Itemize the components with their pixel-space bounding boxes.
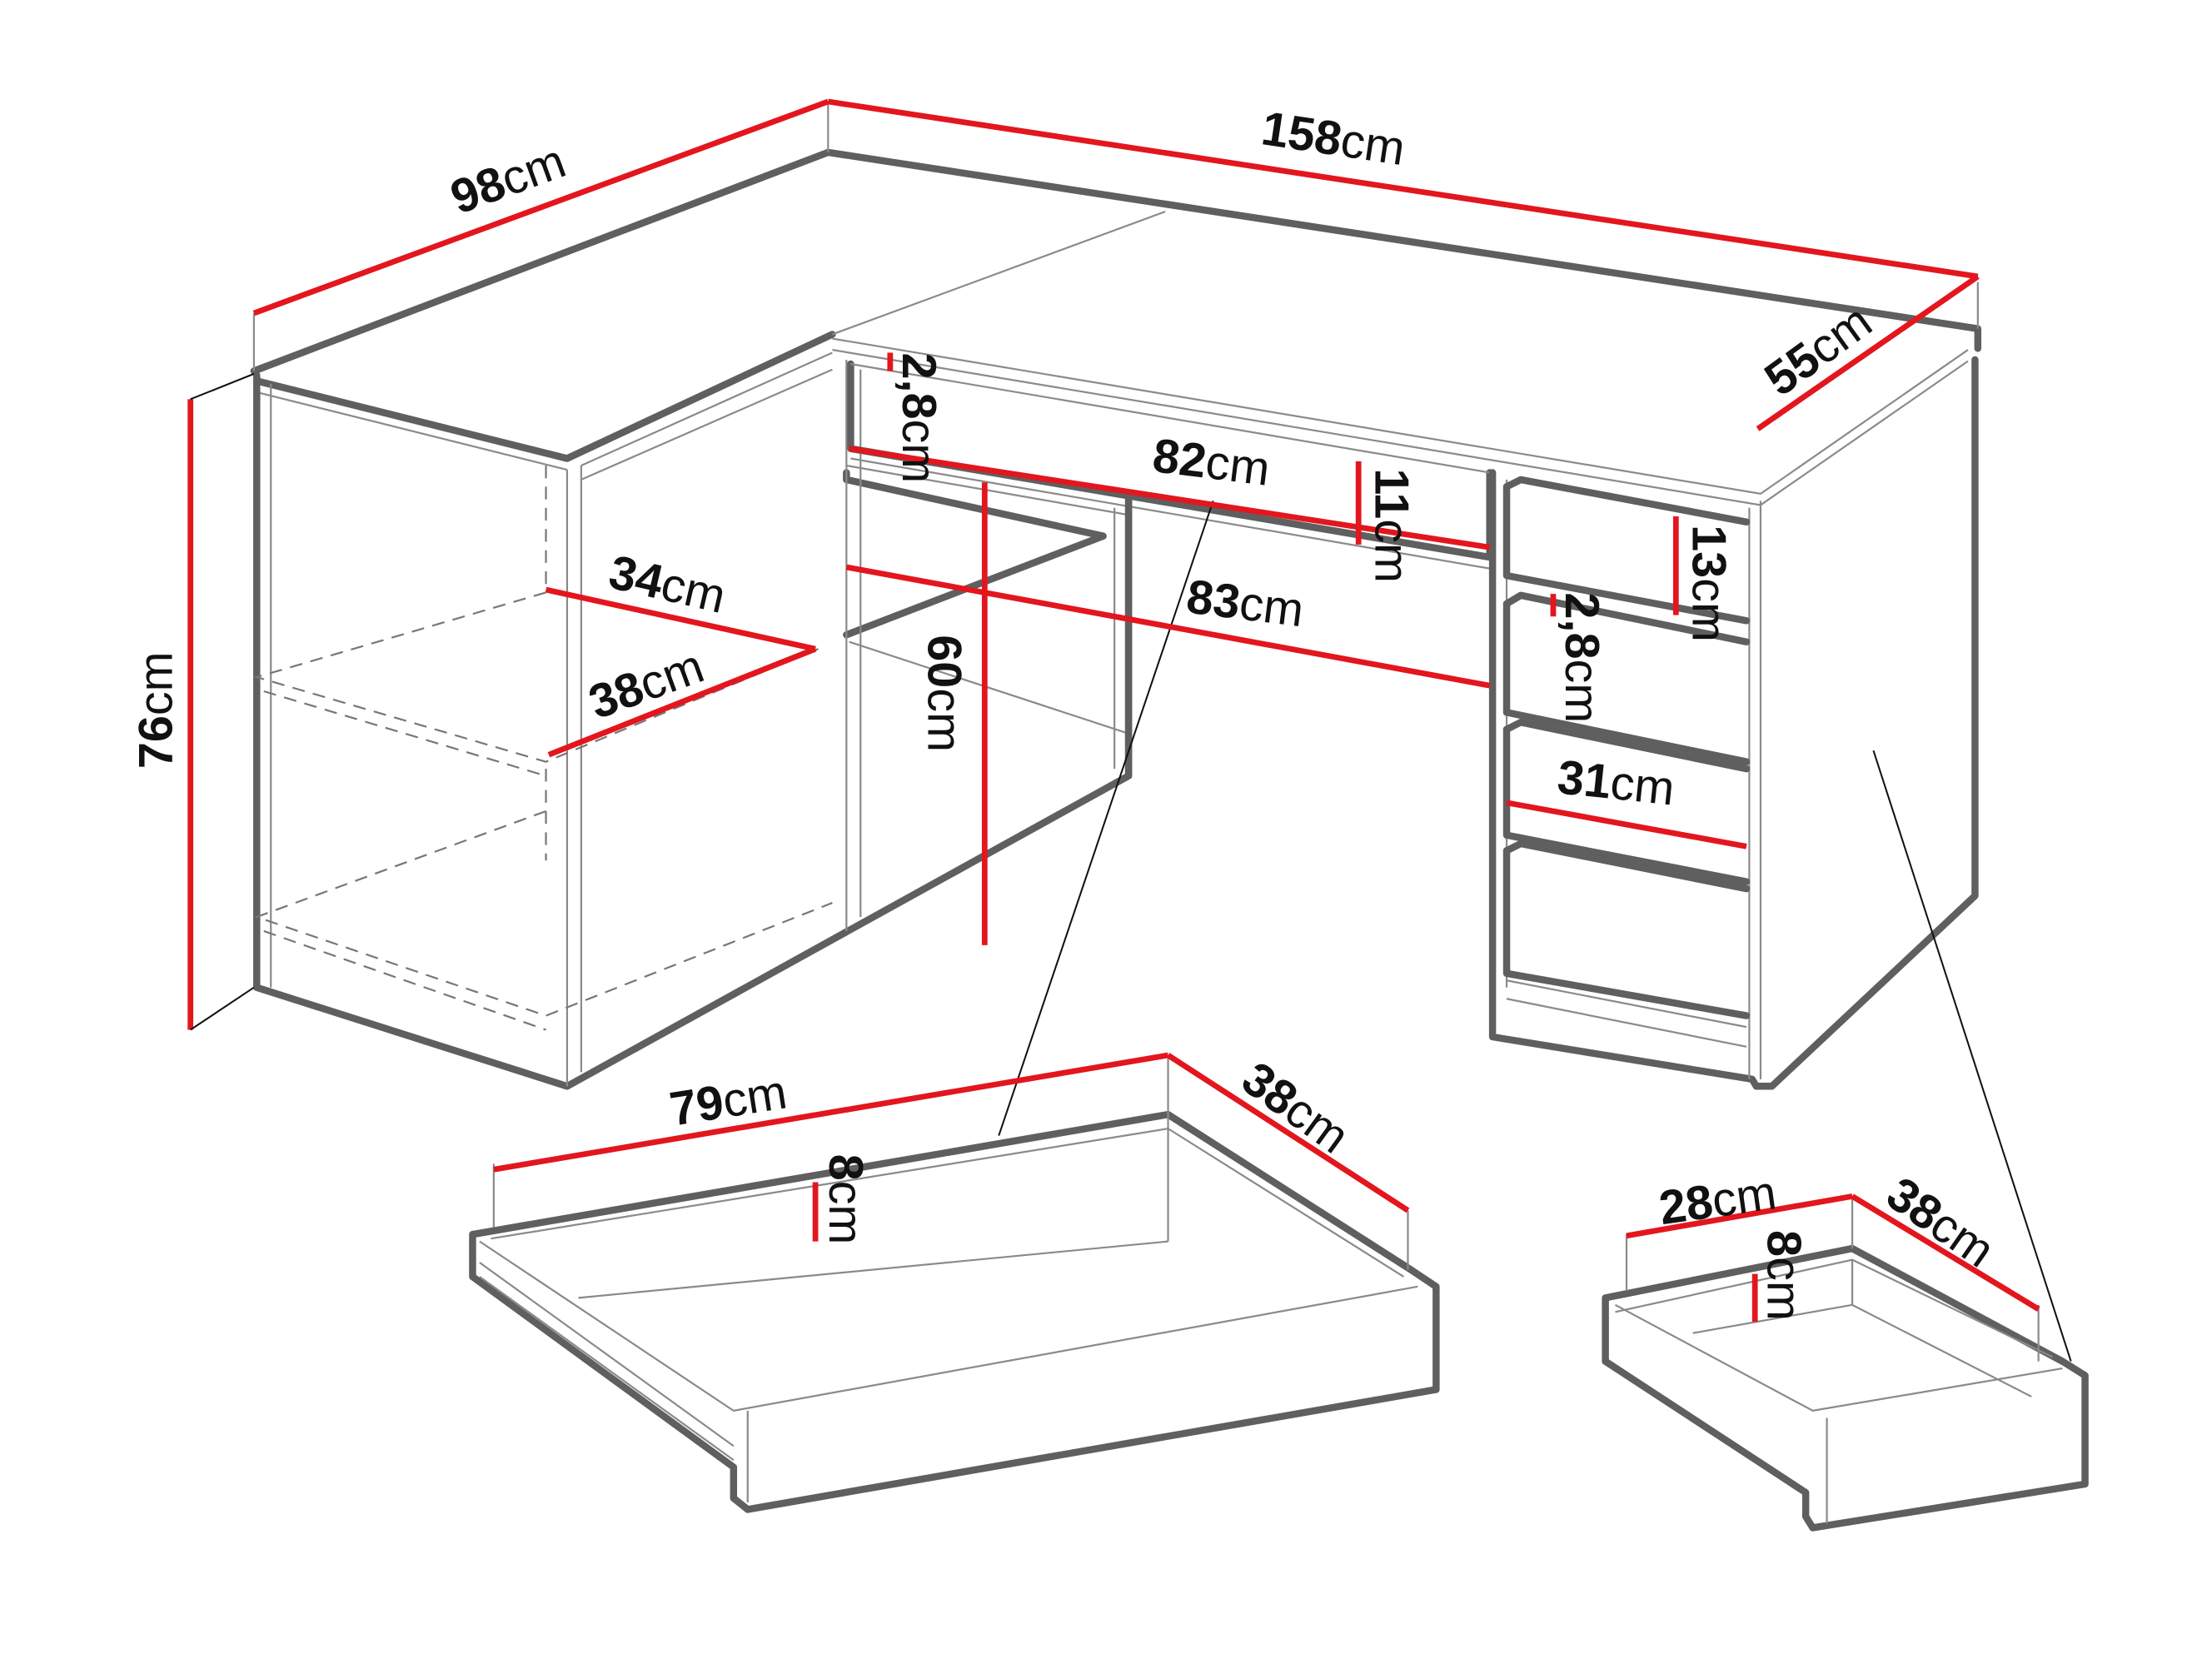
label-11: 11cm — [1365, 468, 1418, 583]
label-158: 158cm — [1258, 102, 1408, 176]
dim-line-38-large — [1166, 1053, 1410, 1213]
desk-drawing — [250, 101, 2072, 1362]
label-drawer-2-8: 2,8cm — [1555, 592, 1608, 723]
label-38-small: 38cm — [1877, 1167, 2004, 1278]
label-31: 31cm — [1555, 750, 1677, 815]
dim-line-55 — [1756, 274, 1980, 431]
label-34: 34cm — [604, 546, 730, 624]
dim-line-28 — [1626, 1193, 1853, 1239]
dimension-lines — [187, 98, 2040, 1323]
label-83: 83cm — [1183, 570, 1307, 638]
label-28: 28cm — [1656, 1166, 1779, 1235]
label-82: 82cm — [1150, 429, 1273, 496]
label-top-2-8: 2,8cm — [892, 352, 945, 483]
label-38-large: 38cm — [1233, 1052, 1359, 1164]
label-8-large: 8cm — [819, 1154, 872, 1245]
small-drawer-drawing — [1602, 1196, 2089, 1532]
label-60: 60cm — [918, 635, 971, 752]
dim-line-38-small — [1851, 1193, 2040, 1312]
label-79: 79cm — [666, 1065, 790, 1136]
dim-line-79 — [493, 1052, 1169, 1173]
dim-line-31 — [1506, 800, 1747, 849]
dimension-labels: 98cm 158cm 55cm 76cm 2,8cm 82cm 11cm 83c… — [130, 102, 2004, 1321]
large-drawer-drawing — [469, 1055, 1440, 1513]
label-13: 13cm — [1682, 525, 1736, 642]
label-8-small: 8cm — [1756, 1230, 1810, 1321]
dim-line-98 — [252, 98, 830, 316]
dim-line-82 — [849, 446, 1491, 551]
label-76: 76cm — [130, 651, 183, 769]
dim-line-83 — [845, 564, 1491, 689]
dim-line-38-shelf — [547, 646, 817, 758]
dim-line-158 — [827, 98, 1979, 280]
label-98: 98cm — [444, 134, 572, 224]
dim-line-34 — [545, 586, 816, 652]
